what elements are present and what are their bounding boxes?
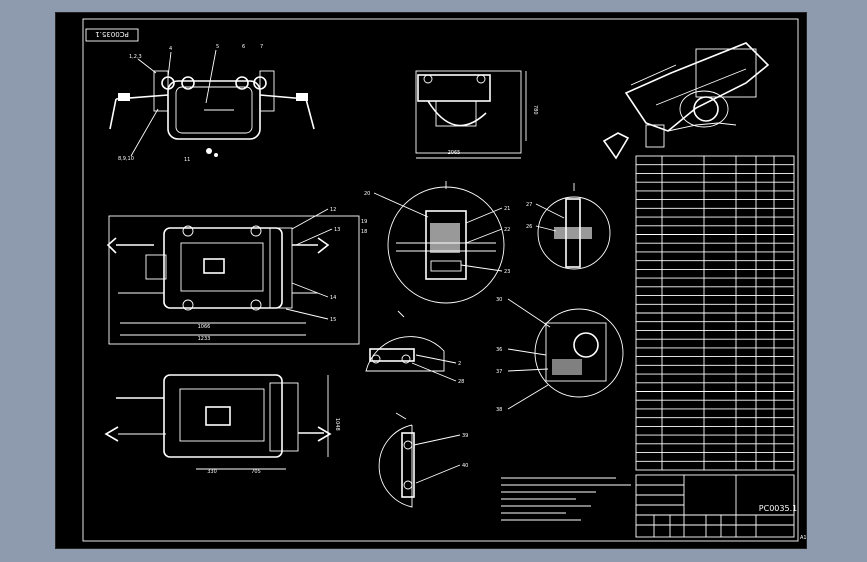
label-5: 5 (216, 44, 219, 50)
dim-side-height: 780 (532, 105, 538, 115)
isometric-view (602, 42, 770, 160)
dim-bottom-height: 1048 (334, 418, 340, 431)
drawing-number-text: PC0035.1 (95, 30, 129, 38)
label-15: 15 (330, 317, 336, 323)
front-view-labels: 12 13 14 15 (285, 207, 340, 323)
label-4: 4 (169, 46, 172, 52)
dim-front-a: 1066 (198, 324, 211, 330)
label-38: 38 (496, 407, 502, 413)
label-30: 30 (496, 297, 502, 303)
label-27: 27 (526, 202, 532, 208)
label-2: 2 (458, 361, 461, 367)
detail-c (365, 310, 445, 372)
drawing-frame: PC0035.1 1,2,3 4 5 6 7 8,9,10 11 (55, 12, 807, 549)
bill-of-materials (635, 155, 795, 471)
detail-a-labels: 20 21 22 23 19 18 (361, 191, 510, 275)
dim-side-width: 2065 (448, 150, 461, 156)
label-123: 1,2,3 (129, 54, 142, 60)
dim-bottom-a: 330 (207, 469, 217, 475)
inner-border (82, 18, 799, 542)
technical-notes (501, 477, 631, 521)
drawing-number-box (85, 28, 139, 42)
label-18: 18 (361, 229, 367, 235)
detail-b (537, 183, 611, 270)
label-6: 6 (242, 44, 245, 50)
label-21: 21 (504, 206, 510, 212)
front-view-frame (108, 215, 360, 345)
label-11: 11 (184, 157, 190, 163)
label-20: 20 (364, 191, 370, 197)
side-view (415, 70, 527, 159)
dim-front-b: 1233 (198, 336, 211, 342)
detail-d-labels: 30 36 37 38 (496, 297, 551, 413)
label-36: 36 (496, 347, 502, 353)
label-28: 28 (458, 379, 464, 385)
top-view-labels: 1,2,3 4 5 6 7 8,9,10 11 (118, 44, 263, 163)
dim-bottom-b: 705 (251, 469, 261, 475)
label-14: 14 (330, 295, 336, 301)
title-block-drawing-number: PC0035.1 (759, 504, 797, 513)
sheet-mark: A1 (800, 535, 806, 541)
label-37: 37 (496, 369, 502, 375)
front-view (106, 215, 360, 345)
label-26: 26 (526, 224, 532, 230)
detail-d (534, 308, 624, 398)
label-12: 12 (330, 207, 336, 213)
label-7: 7 (260, 44, 263, 50)
label-39: 39 (462, 433, 468, 439)
cad-drawing: PC0035.1 1,2,3 4 5 6 7 8,9,10 11 (82, 18, 806, 542)
label-19: 19 (361, 219, 367, 225)
bottom-view (104, 374, 332, 470)
label-23: 23 (504, 269, 510, 275)
label-8910: 8,9,10 (118, 156, 134, 162)
title-block (635, 474, 795, 538)
top-view (109, 70, 315, 157)
detail-e (378, 412, 415, 508)
label-22: 22 (504, 227, 510, 233)
label-40: 40 (462, 463, 468, 469)
label-13: 13 (334, 227, 340, 233)
detail-a (387, 181, 505, 304)
